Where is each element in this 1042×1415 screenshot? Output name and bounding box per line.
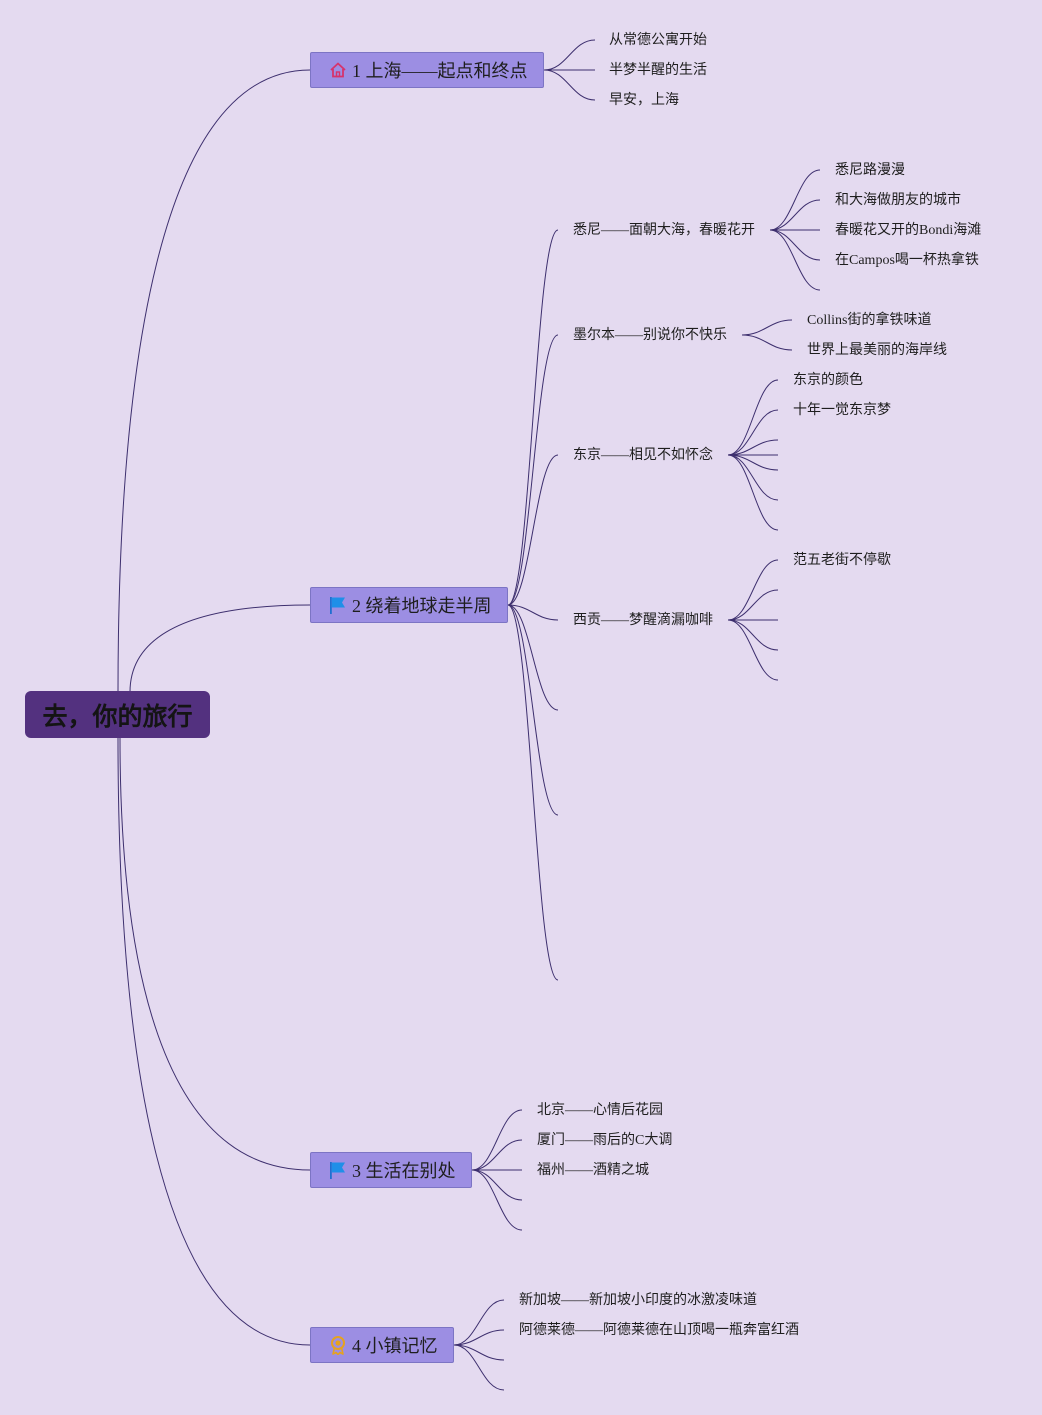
topic-fuzhou[interactable]: 福州——酒精之城 (537, 1163, 649, 1178)
topic-melbourne[interactable]: 墨尔本——别说你不快乐 (573, 328, 727, 343)
topic-tokyo-color[interactable]: 东京的颜色 (793, 373, 863, 388)
connector-line-43 (453, 1344, 505, 1391)
root-topic[interactable]: 去，你的旅行 (25, 691, 210, 738)
connector-line-21 (741, 319, 793, 336)
connector-line-33 (727, 619, 779, 651)
connector-line-1 (117, 69, 311, 693)
medal-icon (328, 1335, 348, 1355)
connector-line-13 (507, 604, 559, 816)
connector-line-35 (471, 1109, 523, 1171)
connector-line-36 (471, 1139, 523, 1171)
topic-tokyo[interactable]: 东京——相见不如怀念 (573, 448, 713, 463)
connector-line-28 (727, 454, 779, 531)
topic-sydney[interactable]: 悉尼——面朝大海，春暖花开 (573, 223, 755, 238)
branch-label: 1 上海——起点和终点 (352, 61, 528, 81)
branch-shanghai[interactable]: 1 上海——起点和终点 (310, 52, 544, 88)
connector-line-17 (769, 199, 821, 231)
connector-line-27 (727, 454, 779, 501)
connector-line-16 (769, 169, 821, 231)
flag-icon (328, 595, 348, 615)
topic-singapore[interactable]: 新加坡——新加坡小印度的冰激凌味道 (519, 1293, 757, 1308)
connector-line-34 (727, 619, 779, 681)
flag-icon (328, 1160, 348, 1180)
topic-pham-ngu-lao[interactable]: 范五老街不停歇 (793, 553, 891, 568)
topic-morning-shanghai[interactable]: 早安，上海 (609, 93, 679, 108)
connector-line-5 (543, 39, 596, 71)
topic-xiamen[interactable]: 厦门——雨后的C大调 (537, 1133, 673, 1148)
connector-line-19 (769, 229, 821, 261)
connector-line-40 (453, 1299, 505, 1346)
branch-town-memory[interactable]: 4 小镇记忆 (310, 1327, 454, 1363)
branch-label: 4 小镇记忆 (352, 1336, 438, 1356)
topic-collins[interactable]: Collins街的拿铁味道 (807, 313, 932, 328)
topic-adelaide[interactable]: 阿德莱德——阿德莱德在山顶喝一瓶奔富红酒 (519, 1323, 799, 1338)
connector-line-24 (727, 409, 779, 456)
connector-line-7 (543, 69, 596, 101)
branch-label: 2 绕着地球走半周 (352, 596, 492, 616)
connector-line-8 (507, 229, 559, 606)
topic-campos[interactable]: 在Campos喝一杯热拿铁 (835, 253, 979, 268)
topic-half-dream[interactable]: 半梦半醒的生活 (609, 63, 707, 78)
connector-line-23 (727, 379, 779, 456)
root-topic-label: 去，你的旅行 (42, 701, 193, 731)
topic-sydney-sea-city[interactable]: 和大海做朋友的城市 (835, 193, 961, 208)
branch-label: 3 生活在别处 (352, 1161, 456, 1181)
connector-line-9 (507, 334, 559, 606)
branch-life-elsewhere[interactable]: 3 生活在别处 (310, 1152, 472, 1188)
connector-line-10 (507, 454, 559, 606)
connector-line-12 (507, 604, 559, 711)
connector-line-3 (119, 737, 311, 1171)
topic-saigon[interactable]: 西贡——梦醒滴漏咖啡 (573, 613, 713, 628)
connector-line-39 (471, 1169, 523, 1231)
connector-line-14 (507, 604, 559, 981)
connector-line-38 (471, 1169, 523, 1201)
connector-line-31 (727, 589, 779, 621)
topic-bondi[interactable]: 春暖花又开的Bondi海滩 (835, 223, 982, 238)
topic-changde[interactable]: 从常德公寓开始 (609, 33, 707, 48)
topic-beijing[interactable]: 北京——心情后花园 (537, 1103, 663, 1118)
topic-sydney-road[interactable]: 悉尼路漫漫 (835, 163, 905, 178)
topic-tokyo-dream[interactable]: 十年一觉东京梦 (793, 403, 891, 418)
connector-line-41 (453, 1329, 505, 1346)
connector-line-11 (507, 604, 559, 621)
connector-line-30 (727, 559, 779, 621)
connector-line-22 (741, 334, 793, 351)
connector-line-20 (769, 229, 821, 291)
house-icon (328, 60, 348, 80)
topic-coastline[interactable]: 世界上最美丽的海岸线 (807, 343, 947, 358)
branch-half-globe[interactable]: 2 绕着地球走半周 (310, 587, 508, 623)
connector-line-4 (117, 737, 311, 1346)
connector-line-2 (129, 604, 311, 693)
